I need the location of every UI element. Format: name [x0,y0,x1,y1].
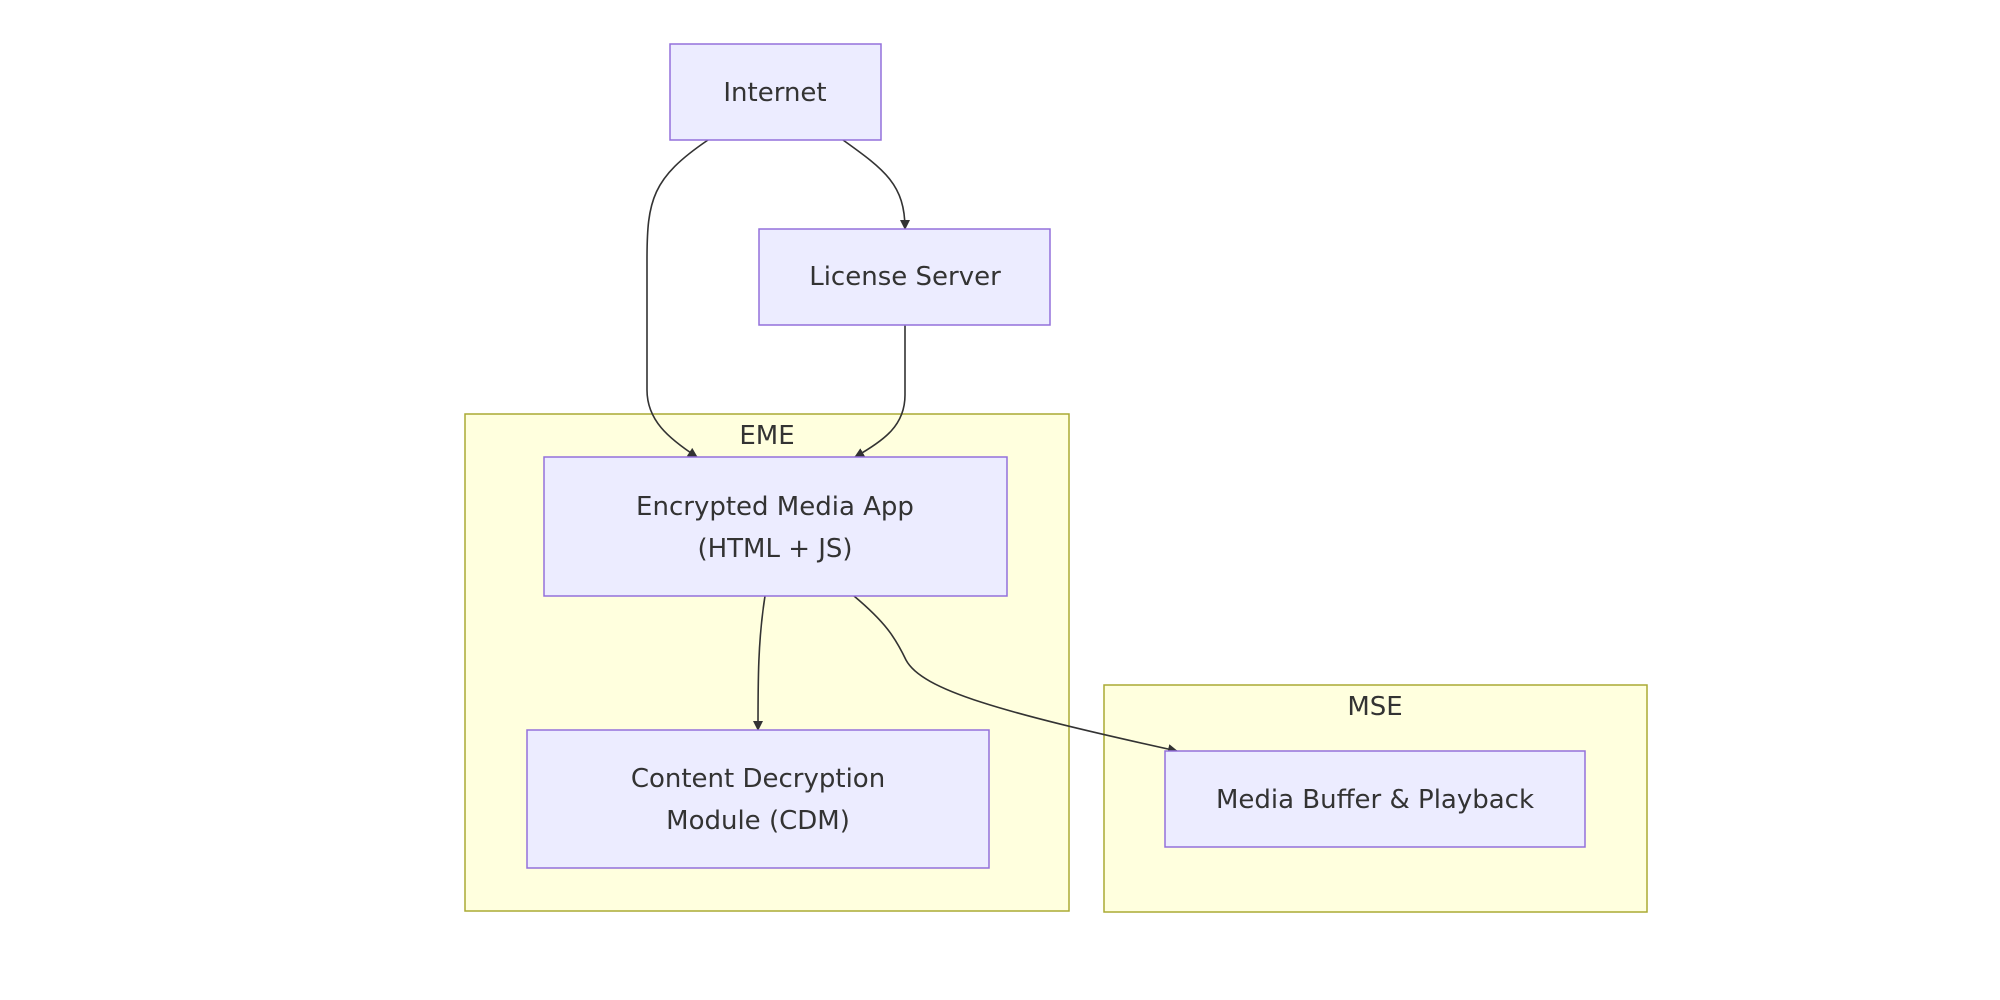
node-encrypted-media-app-label-line1: Encrypted Media App [636,492,914,522]
node-encrypted-media-app[interactable]: Encrypted Media App (HTML + JS) [543,456,1008,597]
edge-encrypted-media-app-to-cdm [753,595,766,731]
edge-internet-to-encrypted-media-app [646,139,709,458]
node-internet-label: Internet [723,78,826,108]
node-license-server-label: License Server [809,262,1001,292]
node-internet[interactable]: Internet [669,43,882,141]
edge-internet-to-license-server [842,139,910,230]
edge-encrypted-media-app-to-media-buffer [853,595,1178,754]
node-license-server[interactable]: License Server [758,228,1051,326]
node-media-buffer-label: Media Buffer & Playback [1216,785,1534,815]
node-encrypted-media-app-label-line2: (HTML + JS) [697,534,852,564]
node-media-buffer[interactable]: Media Buffer & Playback [1164,750,1586,848]
edge-license-server-to-encrypted-media-app [854,317,910,458]
mse-cluster-title: MSE [1347,692,1402,722]
node-cdm-label-line1: Content Decryption [631,764,885,794]
eme-cluster-title: EME [739,421,794,451]
node-cdm[interactable]: Content Decryption Module (CDM) [526,729,990,869]
node-cdm-label-line2: Module (CDM) [666,806,850,836]
